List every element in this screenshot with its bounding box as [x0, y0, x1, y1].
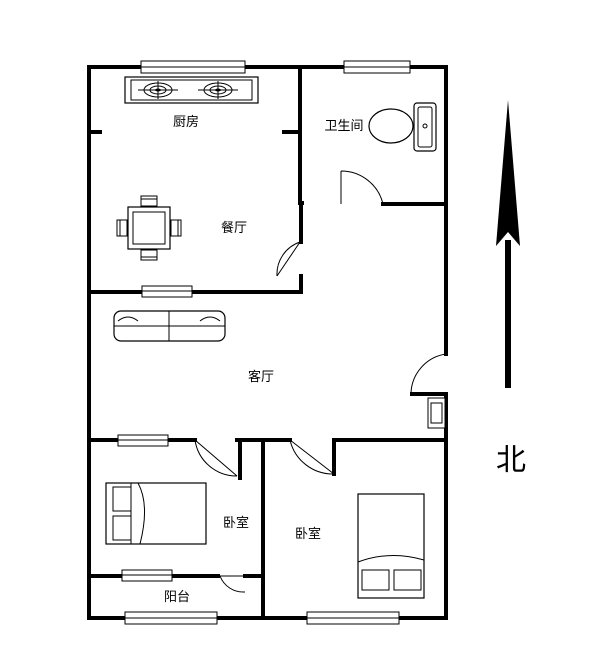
door-balcony [219, 575, 246, 593]
windows [117, 60, 411, 625]
toilet-icon [368, 102, 437, 152]
room-label-bathroom: 卫生间 [324, 119, 363, 134]
room-label-living: 客厅 [248, 369, 274, 385]
room-label-balcony: 阳台 [164, 590, 190, 605]
door-entrance [410, 353, 447, 395]
door-dining [276, 241, 301, 277]
door-bedroom-right [289, 439, 335, 475]
north-label: 北 [496, 443, 526, 478]
room-label-bedroom-left: 卧室 [223, 515, 249, 531]
door-bedroom-left [194, 439, 238, 477]
bed-right-icon [357, 493, 425, 599]
door-bathroom [340, 170, 384, 205]
bed-left-icon [105, 482, 207, 545]
dining-table-icon [116, 195, 182, 261]
room-label-dining: 餐厅 [221, 220, 247, 236]
room-label-kitchen: 厨房 [173, 114, 199, 130]
room-label-bedroom-right: 卧室 [295, 526, 321, 542]
stove-icon [124, 76, 259, 104]
doors [194, 170, 447, 593]
shoe-cabinet-icon [427, 397, 446, 429]
north-arrow-icon [496, 100, 520, 388]
sofa-icon [113, 310, 226, 342]
